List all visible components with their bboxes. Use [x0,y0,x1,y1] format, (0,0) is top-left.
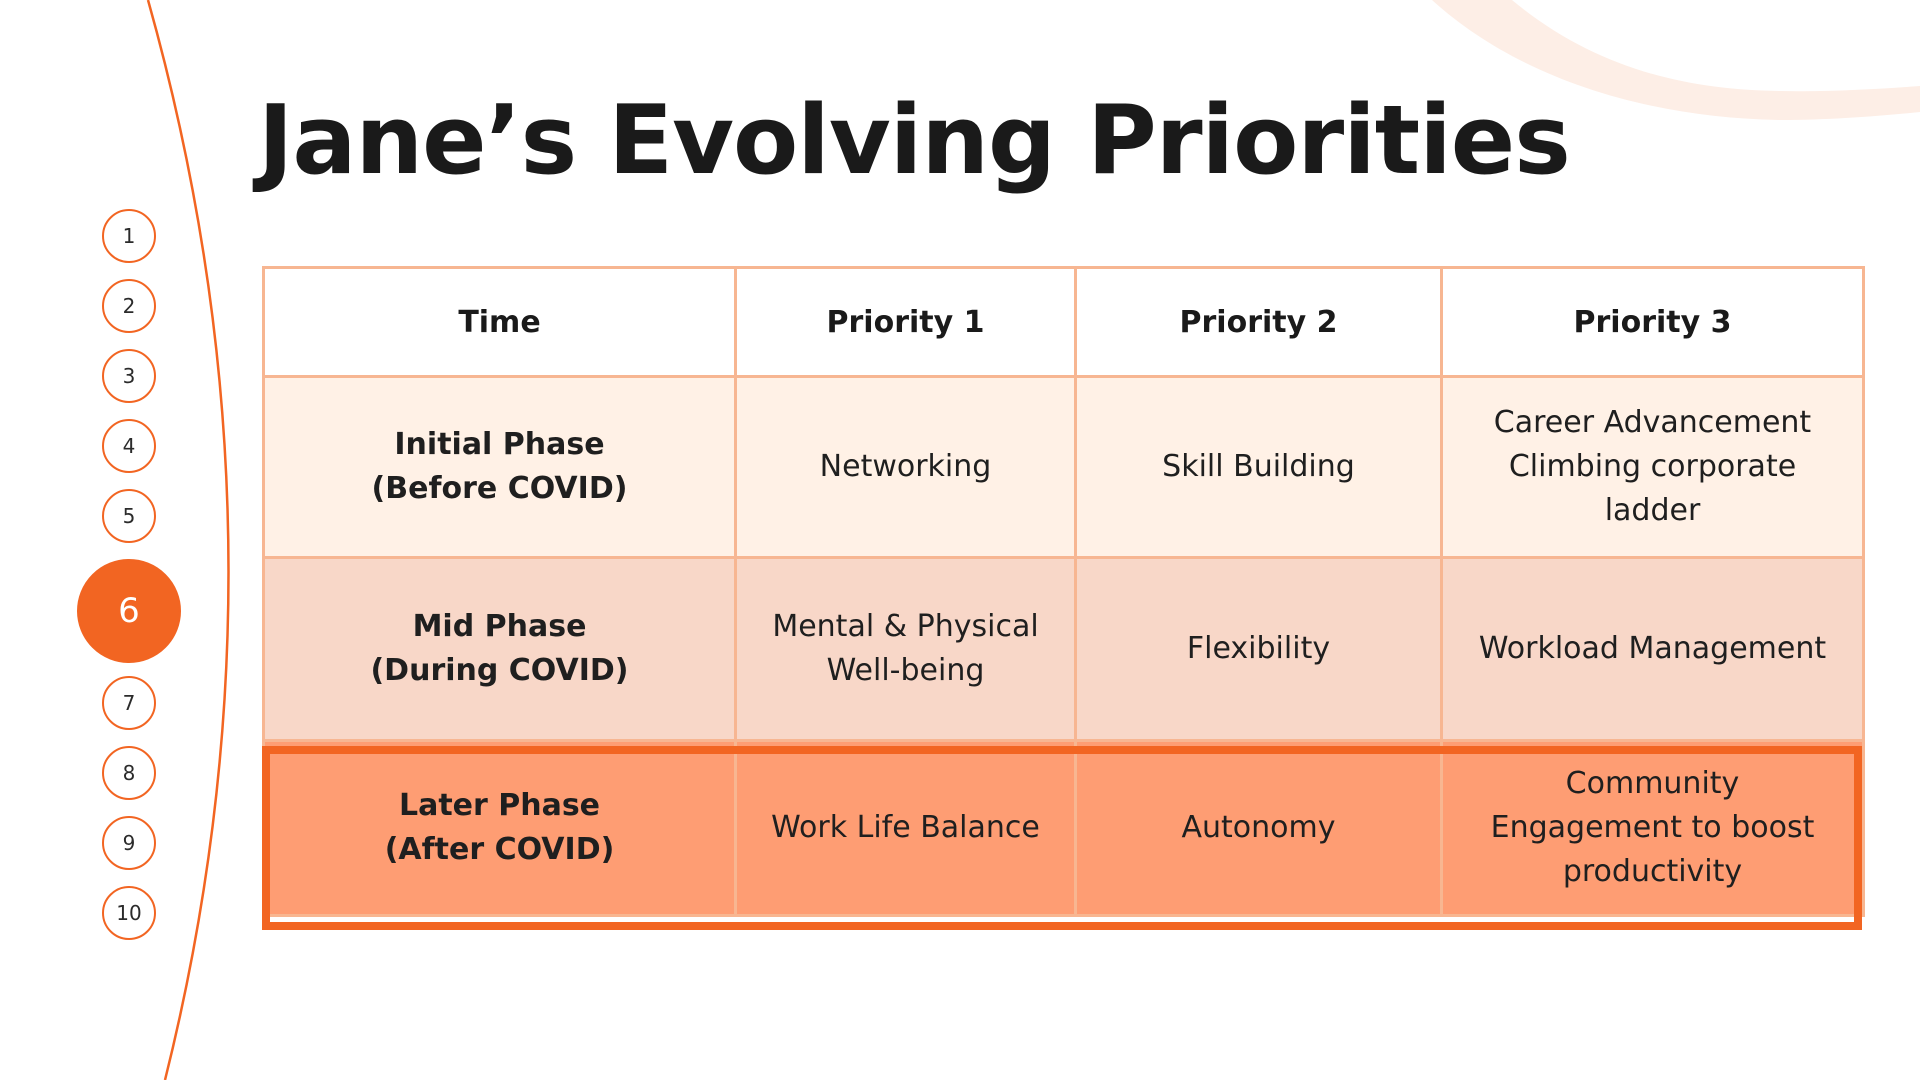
slide-nav-item-3[interactable]: 3 [102,349,156,403]
slide-nav-item-4[interactable]: 4 [102,419,156,473]
priority-1-cell: Work Life Balance [734,739,1077,917]
slide-nav-item-1[interactable]: 1 [102,209,156,263]
priority-2-cell: Autonomy [1074,739,1443,917]
slide-nav-item-10[interactable]: 10 [102,886,156,940]
priority-1-cell: Mental & Physical Well-being [734,556,1077,742]
header-priority-2: Priority 2 [1074,266,1443,378]
phase-cell: Later Phase (After COVID) [262,739,737,917]
left-arc-line [146,0,230,1080]
table-row-later-phase: Later Phase (After COVID) Work Life Bala… [262,739,1865,917]
slide-title: Jane’s Evolving Priorities [258,86,1571,196]
slide-navigation: 1 2 3 4 5 6 7 8 9 10 [0,0,260,1080]
priority-2-cell: Flexibility [1074,556,1443,742]
table-row-mid-phase: Mid Phase (During COVID) Mental & Physic… [262,556,1865,742]
phase-cell: Initial Phase (Before COVID) [262,375,737,559]
priority-2-cell: Skill Building [1074,375,1443,559]
header-priority-1: Priority 1 [734,266,1077,378]
priority-3-cell: Community Engagement to boost productivi… [1440,739,1865,917]
slide-nav-item-7[interactable]: 7 [102,676,156,730]
slide-nav-item-8[interactable]: 8 [102,746,156,800]
priority-3-cell: Career Advancement Climbing corporate la… [1440,375,1865,559]
slide-nav-item-6-active[interactable]: 6 [77,559,181,663]
header-time: Time [262,266,737,378]
phase-cell: Mid Phase (During COVID) [262,556,737,742]
priorities-table: Time Priority 1 Priority 2 Priority 3 In… [262,266,1865,917]
priority-3-cell: Workload Management [1440,556,1865,742]
table-header-row: Time Priority 1 Priority 2 Priority 3 [262,266,1865,378]
table-row-initial-phase: Initial Phase (Before COVID) Networking … [262,375,1865,559]
slide-nav-item-9[interactable]: 9 [102,816,156,870]
slide-nav-item-2[interactable]: 2 [102,279,156,333]
top-right-ring-decoration [1432,0,1920,120]
priority-1-cell: Networking [734,375,1077,559]
slide-nav-item-5[interactable]: 5 [102,489,156,543]
header-priority-3: Priority 3 [1440,266,1865,378]
